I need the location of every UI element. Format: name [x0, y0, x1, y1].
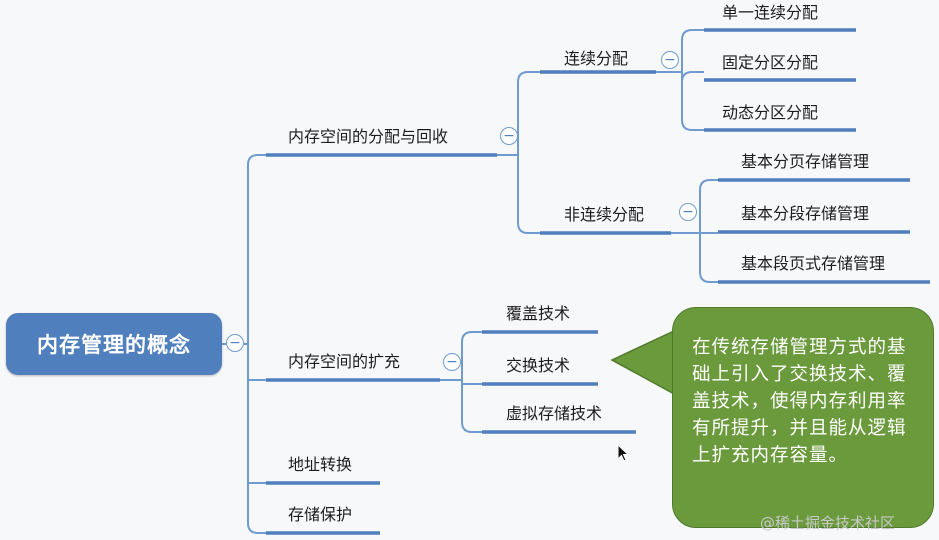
callout-text: 在传统存储管理方式的基础上引入了交换技术、覆盖技术，使得内存利用率有所提升，并且…	[692, 337, 907, 466]
collapse-toggle-continuous[interactable]: −	[661, 51, 679, 69]
branch-expansion[interactable]: 内存空间的扩充	[288, 352, 401, 371]
branch-allocation[interactable]: 内存空间的分配与回收	[288, 127, 449, 146]
minus-icon: −	[446, 354, 458, 370]
minus-icon: −	[682, 204, 694, 220]
root-label: 内存管理的概念	[37, 333, 191, 357]
collapse-toggle-expansion[interactable]: −	[443, 353, 461, 371]
node-fixed-partition[interactable]: 固定分区分配	[722, 53, 819, 72]
node-noncontinuous[interactable]: 非连续分配	[564, 205, 645, 224]
collapse-toggle-allocation[interactable]: −	[500, 127, 518, 145]
node-single-contiguous[interactable]: 单一连续分配	[722, 3, 819, 22]
node-virtual-memory[interactable]: 虚拟存储技术	[506, 404, 603, 423]
node-paging[interactable]: 基本分页存储管理	[741, 152, 870, 171]
node-segmentation[interactable]: 基本分段存储管理	[741, 204, 870, 223]
watermark: @稀土掘金技术社区	[760, 514, 896, 532]
minus-icon: −	[503, 128, 515, 144]
branch-storage-protection[interactable]: 存储保护	[288, 505, 353, 524]
node-segment-paging[interactable]: 基本段页式存储管理	[741, 254, 886, 273]
minus-icon: −	[664, 52, 676, 68]
node-swapping[interactable]: 交换技术	[506, 356, 571, 375]
callout-pointer	[610, 328, 677, 397]
callout-box	[672, 307, 934, 528]
collapse-toggle-root[interactable]: −	[226, 334, 244, 352]
node-continuous[interactable]: 连续分配	[564, 49, 629, 68]
mouse-cursor-icon	[617, 444, 629, 462]
root-node[interactable]: 内存管理的概念	[6, 313, 222, 375]
node-overlay[interactable]: 覆盖技术	[506, 304, 571, 323]
node-dynamic-partition[interactable]: 动态分区分配	[722, 103, 819, 122]
collapse-toggle-noncontinuous[interactable]: −	[679, 203, 697, 221]
branch-address-translation[interactable]: 地址转换	[288, 455, 353, 474]
minus-icon: −	[229, 335, 241, 351]
